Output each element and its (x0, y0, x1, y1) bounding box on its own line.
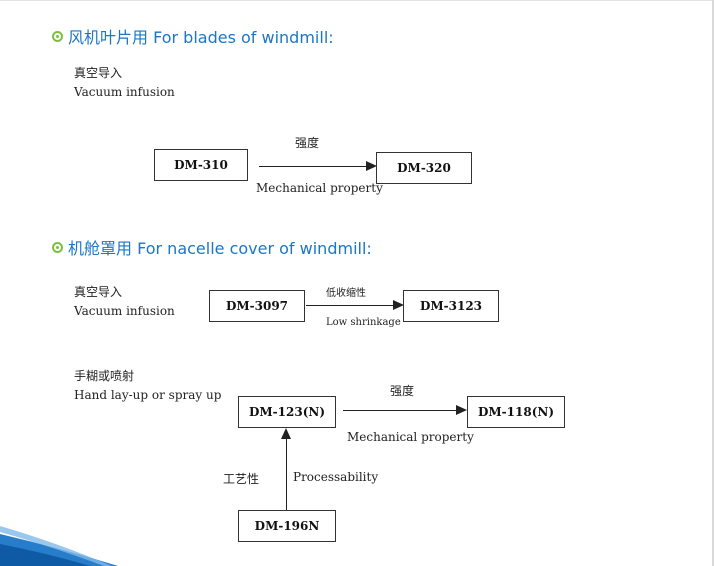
bullet-icon (52, 241, 63, 253)
top-border (0, 0, 714, 1)
section2-handlay-method-zh: 手糊或喷射 (74, 369, 135, 383)
bullet-icon (52, 30, 63, 42)
arrow-right-icon (366, 161, 377, 171)
section1-method-en: Vacuum infusion (74, 85, 175, 99)
box-dm-118n: DM-118(N) (467, 396, 565, 428)
box-dm-123n: DM-123(N) (238, 396, 336, 428)
section2-heading: 机舱罩用 For nacelle cover of windmill: (52, 235, 372, 259)
box-dm-3097: DM-3097 (209, 290, 305, 322)
box-dm-320: DM-320 (376, 152, 472, 184)
section1-arrow-label-zh: 强度 (295, 136, 320, 150)
section1-heading-text: 风机叶片用 For blades of windmill: (68, 28, 334, 47)
section2-handlay-arrow-label-en: Mechanical property (347, 430, 474, 444)
section2-vacuum-arrow-label-zh: 低收缩性 (326, 288, 366, 299)
section2-heading-text: 机舱罩用 For nacelle cover of windmill: (68, 239, 372, 258)
arrow-up-icon (281, 428, 291, 439)
section2-vacuum-arrow-label-en: Low shrinkage (326, 317, 401, 328)
section2-handlay-method-en: Hand lay-up or spray up (74, 388, 222, 402)
section2-handlay-arrow-label-zh: 强度 (390, 384, 415, 398)
arrow-line (259, 166, 367, 167)
box-dm-3123: DM-3123 (403, 290, 499, 322)
box-dm-196n: DM-196N (238, 510, 336, 542)
arrow-line-vertical (286, 438, 287, 510)
section2-up-label-en: Processability (293, 470, 379, 484)
arrow-right-icon (456, 405, 467, 415)
section1-arrow-label-en: Mechanical property (256, 181, 383, 195)
box-dm-310: DM-310 (154, 149, 248, 181)
section1-heading: 风机叶片用 For blades of windmill: (52, 24, 334, 48)
section2-vacuum-method-zh: 真空导入 (74, 285, 123, 299)
arrow-line (306, 305, 394, 306)
arrow-line (343, 410, 457, 411)
right-border (712, 0, 714, 566)
section1-method-zh: 真空导入 (74, 66, 123, 80)
section2-up-label-zh: 工艺性 (223, 472, 260, 486)
decorative-swoosh (0, 526, 118, 566)
section2-vacuum-method-en: Vacuum infusion (74, 304, 175, 318)
arrow-right-icon (393, 300, 404, 310)
